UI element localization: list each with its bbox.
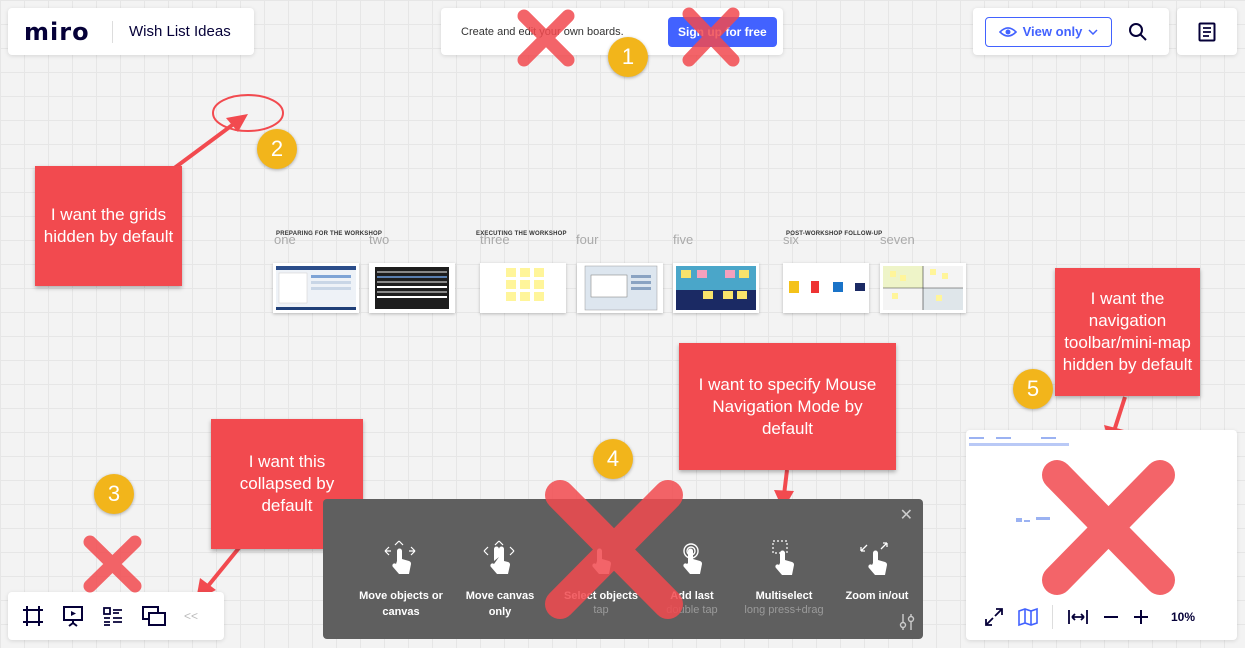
- frame-section-title: EXECUTING THE WORKSHOP: [476, 231, 567, 237]
- pinch-zoom-icon: [860, 542, 888, 575]
- nav-option-label: Add last: [670, 590, 714, 602]
- frame-thumbnail[interactable]: [369, 263, 455, 313]
- frames-icon[interactable]: [22, 605, 44, 627]
- callout-grids: I want the grids hidden by default: [35, 166, 182, 286]
- screenshot-thumbnail: [375, 267, 449, 309]
- frame-number: one: [274, 232, 296, 247]
- settings-sliders-icon[interactable]: [899, 613, 915, 631]
- frame-thumbnail[interactable]: [480, 263, 566, 313]
- divider: [112, 20, 113, 43]
- nav-option-move-canvas-only[interactable]: Move canvas only: [454, 539, 546, 620]
- zoom-in-icon[interactable]: [1133, 607, 1149, 627]
- frame-thumbnail[interactable]: [673, 263, 759, 313]
- chevron-down-icon: [1088, 28, 1098, 35]
- zoom-out-icon[interactable]: [1103, 607, 1119, 627]
- nav-option-label: Multiselect: [755, 590, 813, 602]
- nav-option-move-objects-or-canvas[interactable]: Move objects or canvas: [355, 539, 447, 620]
- nav-option-add-last[interactable]: Add last double tap: [646, 539, 738, 616]
- frame-thumbnail[interactable]: [783, 263, 869, 313]
- view-toolbar: View only: [973, 8, 1169, 55]
- callout-mouse-nav: I want to specify Mouse Navigation Mode …: [679, 343, 896, 470]
- minimap-toolbar: 10%: [966, 594, 1237, 640]
- frame-section-title: PREPARING FOR THE WORKSHOP: [276, 231, 383, 237]
- frame-number: six: [783, 232, 799, 247]
- sticky-notes-thumbnail: [506, 268, 544, 301]
- divider: [1052, 605, 1053, 629]
- mouse-navigation-panel: ✕ Move objects or canvas Move canvas onl…: [323, 499, 923, 639]
- frame-section-title: POST-WORKSHOP FOLLOW-UP: [786, 231, 883, 237]
- presentation-icon[interactable]: [62, 605, 84, 627]
- frame-thumbnail[interactable]: [880, 263, 966, 313]
- frame-number: four: [576, 232, 599, 247]
- miro-logo[interactable]: miro: [24, 17, 90, 46]
- screens-icon[interactable]: [142, 605, 166, 627]
- nav-option-multiselect[interactable]: Multiselect long press+drag: [738, 539, 830, 616]
- frame-number: three: [480, 232, 510, 247]
- nav-option-label: Move objects or canvas: [359, 590, 443, 618]
- notes-icon: [1198, 22, 1216, 41]
- fit-width-icon[interactable]: [1067, 607, 1089, 627]
- frame-number: five: [673, 232, 694, 247]
- view-only-button[interactable]: View only: [985, 16, 1112, 47]
- frame-thumbnail[interactable]: [577, 263, 663, 313]
- nav-option-sub: tap: [593, 604, 609, 616]
- frame-number: two: [369, 232, 390, 247]
- logos-thumbnail: [789, 281, 865, 293]
- close-icon[interactable]: ✕: [899, 507, 913, 524]
- board-thumbnail: [676, 266, 756, 310]
- arrow-minimap: [1113, 396, 1127, 429]
- board-header: miro Wish List Ideas: [8, 8, 254, 55]
- step-badge: 1: [608, 37, 648, 77]
- notes-button[interactable]: [1177, 8, 1237, 55]
- step-badge: 3: [94, 474, 134, 514]
- highlight-circle: [212, 94, 284, 132]
- minimap-preview: [969, 437, 1069, 522]
- frame-number: seven: [880, 232, 915, 247]
- nav-option-label: Select objects: [564, 590, 638, 602]
- hand-drag-icon: [384, 540, 416, 574]
- nav-option-zoom[interactable]: Zoom in/out: [831, 539, 923, 604]
- bottom-left-toolbar: <<: [8, 592, 224, 640]
- step-badge: 4: [593, 439, 633, 479]
- board-title[interactable]: Wish List Ideas: [129, 23, 231, 40]
- two-finger-drag-icon: [483, 540, 515, 574]
- tap-icon: [592, 548, 612, 574]
- fullscreen-icon[interactable]: [984, 607, 1004, 627]
- quadrant-thumbnail: [883, 266, 963, 310]
- nav-option-label: Zoom in/out: [845, 590, 909, 602]
- screenshot-thumbnail: [276, 266, 356, 310]
- callout-collapsed: I want this collapsed by default: [211, 419, 363, 549]
- outline-icon[interactable]: [102, 605, 124, 627]
- step-badge: 2: [257, 129, 297, 169]
- nav-option-sub: long press+drag: [744, 604, 824, 616]
- nav-option-label: Move canvas only: [465, 590, 535, 618]
- collapse-chevron-icon[interactable]: <<: [184, 609, 199, 623]
- nav-option-sub: double tap: [666, 604, 718, 616]
- callout-minimap: I want the navigation toolbar/mini-map h…: [1055, 268, 1200, 396]
- step-badge: 5: [1013, 369, 1053, 409]
- map-icon[interactable]: [1018, 607, 1038, 627]
- screenshot-thumbnail: [584, 265, 658, 311]
- zoom-level[interactable]: 10%: [1171, 610, 1196, 624]
- search-icon[interactable]: [1128, 22, 1148, 42]
- multiselect-icon: [772, 540, 795, 575]
- eye-icon: [998, 26, 1017, 37]
- double-tap-icon: [683, 543, 703, 574]
- view-only-label: View only: [1022, 24, 1083, 39]
- frame-thumbnail[interactable]: [273, 263, 359, 313]
- minimap[interactable]: 10%: [966, 430, 1237, 640]
- nav-option-select-objects[interactable]: Select objects tap: [555, 539, 647, 616]
